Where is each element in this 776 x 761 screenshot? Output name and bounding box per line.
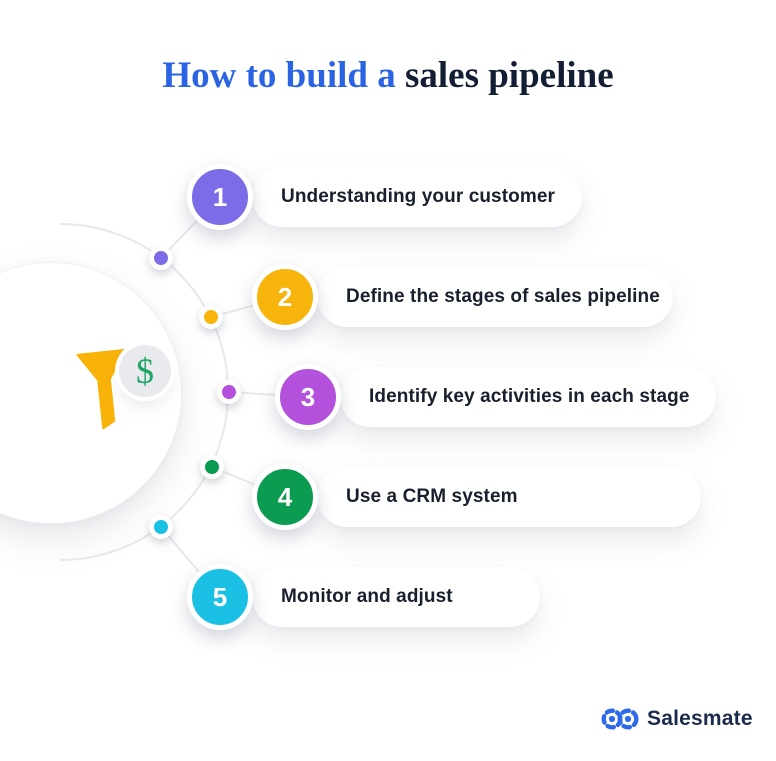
- step-label: Define the stages of sales pipeline: [346, 286, 660, 307]
- page-title: How to build a sales pipeline: [0, 54, 776, 97]
- step-number: 3: [300, 381, 316, 412]
- step-number: 1: [212, 181, 228, 212]
- step-number-badge: 1: [187, 164, 253, 230]
- step-pill: Understanding your customer: [252, 167, 582, 227]
- step-number-badge: 5: [187, 564, 253, 630]
- arc-dot-3: [217, 380, 241, 404]
- step-number: 5: [212, 581, 228, 612]
- dollar-badge: $: [119, 345, 171, 397]
- step-label: Identify key activities in each stage: [369, 386, 690, 407]
- step-number-badge: 4: [252, 464, 318, 530]
- title-rest: sales pipeline: [395, 55, 614, 96]
- arc-dot-2: [199, 305, 223, 329]
- arc-dot-1: [149, 246, 173, 270]
- funnel-icon: [76, 348, 137, 439]
- step-pill: Identify key activities in each stage: [340, 367, 716, 427]
- step-label: Understanding your customer: [281, 186, 556, 207]
- step-pill: Monitor and adjust: [252, 567, 540, 627]
- salesmate-logo: Salesmate: [601, 704, 753, 734]
- arc-dot-4: [200, 455, 224, 479]
- salesmate-chain-icon: [601, 708, 639, 730]
- step-number-badge: 2: [252, 264, 318, 330]
- step-label: Monitor and adjust: [281, 586, 453, 607]
- title-highlight: How to build a: [162, 55, 396, 96]
- step-pill: Define the stages of sales pipeline: [317, 267, 673, 327]
- step-pill: Use a CRM system: [317, 467, 701, 527]
- step-label: Use a CRM system: [346, 486, 518, 507]
- arc-dot-5: [149, 515, 173, 539]
- step-number: 4: [277, 481, 293, 512]
- dollar-sign-icon: $: [136, 351, 154, 391]
- step-number-badge: 3: [275, 364, 341, 430]
- step-number: 2: [277, 281, 293, 312]
- salesmate-logo-text: Salesmate: [647, 707, 753, 730]
